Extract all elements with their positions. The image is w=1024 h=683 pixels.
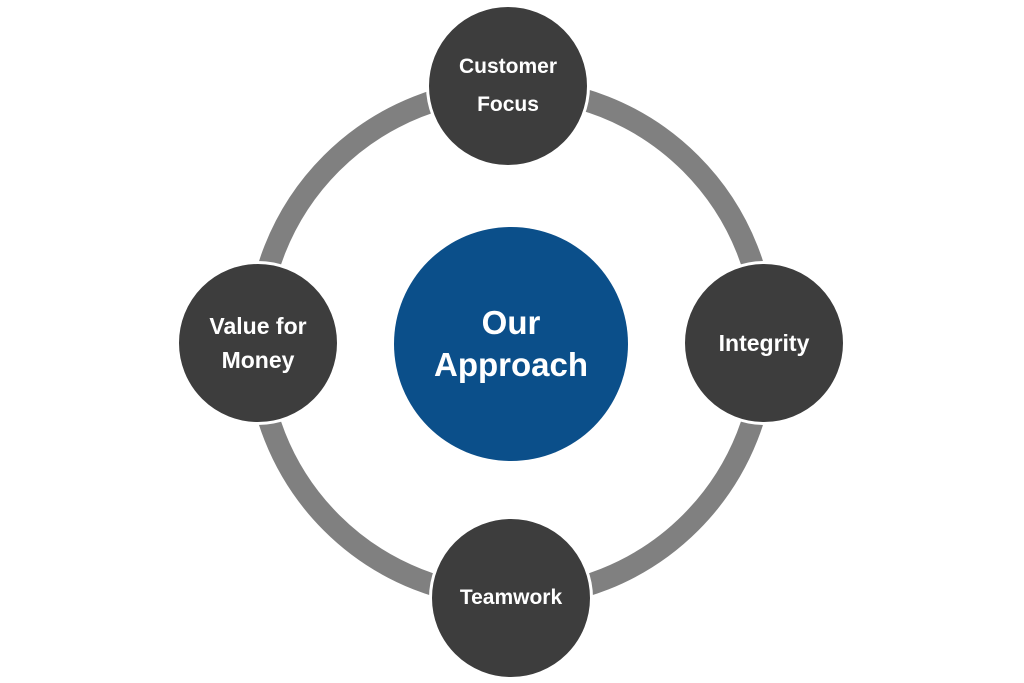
node-label: Integrity xyxy=(718,330,810,356)
center-label: Our xyxy=(481,304,541,341)
node-customer-focus: Customer Focus xyxy=(426,4,590,168)
node-teamwork: Teamwork xyxy=(429,516,593,680)
node-label: Focus xyxy=(477,93,539,116)
center-our-approach: Our Approach xyxy=(394,227,628,461)
node-label: Teamwork xyxy=(459,586,563,609)
center-label: Approach xyxy=(433,346,588,383)
node-label: Value for xyxy=(209,313,307,339)
node-label: Customer xyxy=(458,55,558,78)
node-value-for-money: Value for Money xyxy=(176,261,340,425)
node-integrity: Integrity xyxy=(682,261,846,425)
node-label: Money xyxy=(221,347,295,373)
